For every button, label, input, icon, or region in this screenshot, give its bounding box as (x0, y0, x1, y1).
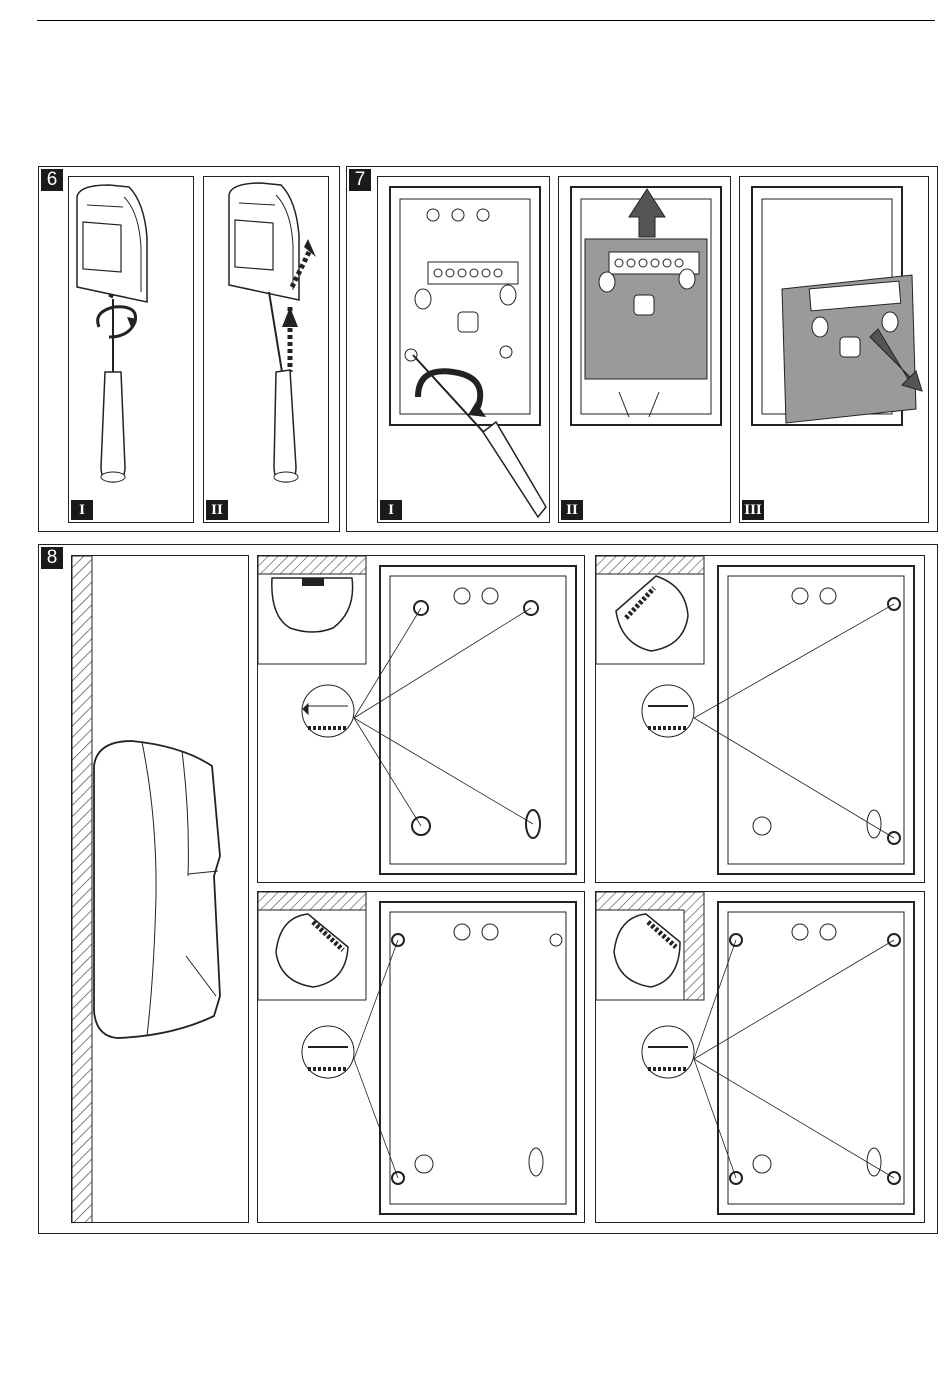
step-label: I (71, 500, 93, 520)
figure-6-step-2: II (203, 176, 329, 523)
wall-mount-side-view (71, 555, 249, 1223)
figure-6-panel: 6 I II (38, 166, 340, 532)
left-angle-mounting-holes-illustration (258, 892, 585, 1223)
detector-cover-screwdriver-illustration (69, 177, 194, 523)
mounting-variant-flat-wall (257, 555, 585, 883)
detector-side-profile-illustration (72, 556, 249, 1223)
step-label: III (742, 500, 764, 520)
step-label: II (561, 500, 583, 520)
flat-wall-mounting-holes-illustration (258, 556, 585, 883)
figure-7-step-1: I (377, 176, 550, 523)
figure-7-step-3: III (739, 176, 929, 523)
figure-8-number: 8 (41, 547, 63, 569)
figure-7-panel: 7 I (346, 166, 938, 532)
detector-cover-lift-illustration (204, 177, 329, 523)
inner-corner-mounting-holes-illustration (596, 892, 925, 1223)
figure-7-number: 7 (349, 169, 371, 191)
step-label: II (206, 500, 228, 520)
corner-wall-mounting-holes-illustration (596, 556, 925, 883)
mounting-variant-left-angle (257, 891, 585, 1223)
top-rule (37, 20, 935, 21)
board-removal-illustration (740, 177, 929, 523)
board-slide-up-illustration (559, 177, 731, 523)
step-label: I (380, 500, 402, 520)
figure-7-step-2: II (558, 176, 731, 523)
base-open-screwdriver-illustration (378, 177, 550, 523)
mounting-variant-inner-corner (595, 891, 925, 1223)
figure-6-step-1: I (68, 176, 194, 523)
figure-6-number: 6 (41, 169, 63, 191)
figure-8-panel: 8 (38, 544, 938, 1234)
mounting-variant-corner-wall (595, 555, 925, 883)
